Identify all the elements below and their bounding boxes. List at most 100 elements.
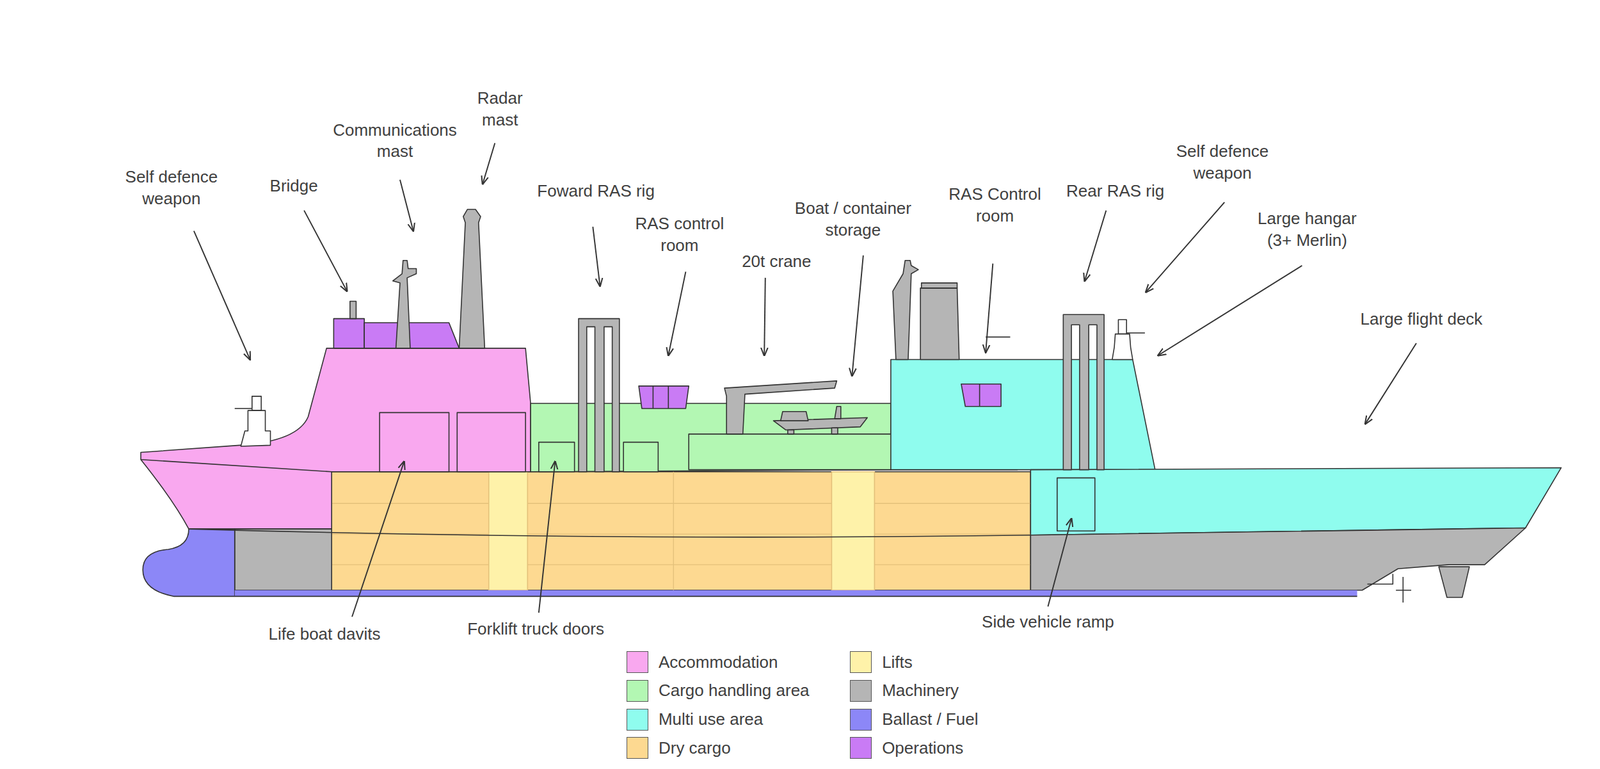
callout-label: Self defence weapon bbox=[107, 166, 236, 210]
operations bbox=[364, 322, 459, 349]
legend-swatch bbox=[849, 736, 872, 759]
leader-line bbox=[193, 142, 1417, 617]
lift bbox=[831, 471, 875, 591]
ras-rig bbox=[1063, 314, 1104, 470]
legend-text: Operations bbox=[881, 737, 964, 758]
leader-line bbox=[1047, 518, 1072, 607]
multi-use-area bbox=[1057, 477, 1096, 531]
callout-label: RAS control room bbox=[625, 213, 735, 257]
sheer-line bbox=[188, 528, 1031, 537]
callout-label: Foward RAS rig bbox=[525, 180, 667, 203]
callout-label: Large hangar (3+ Merlin) bbox=[1242, 208, 1371, 252]
mast bbox=[350, 301, 357, 319]
legend-item: Dry cargo bbox=[626, 736, 731, 759]
mast bbox=[920, 288, 960, 360]
legend-item: Machinery bbox=[849, 679, 959, 702]
callout-label: Large flight deck bbox=[1338, 308, 1505, 331]
ras-rig bbox=[578, 314, 1104, 472]
operations bbox=[333, 318, 365, 349]
boat bbox=[787, 429, 795, 434]
operations bbox=[638, 385, 689, 409]
accommodation bbox=[140, 459, 332, 472]
legend-text: Ballast / Fuel bbox=[881, 709, 978, 729]
leader-line bbox=[1145, 202, 1225, 292]
leader-line bbox=[1158, 265, 1303, 356]
weapon bbox=[1112, 334, 1133, 360]
legend-item: Ballast / Fuel bbox=[849, 708, 978, 731]
dry-cargo bbox=[331, 471, 1031, 591]
legend-swatch bbox=[849, 708, 872, 731]
legend-swatch bbox=[849, 679, 872, 702]
machinery bbox=[1438, 566, 1470, 598]
legend-swatch bbox=[849, 650, 872, 673]
lift bbox=[488, 471, 875, 591]
callout-label: Boat / container storage bbox=[779, 197, 927, 242]
callout-label: 20t crane bbox=[731, 250, 822, 273]
callout-label: Bridge bbox=[248, 175, 339, 198]
callout-label: Self defence weapon bbox=[1158, 140, 1287, 185]
mast bbox=[392, 260, 417, 349]
lift bbox=[488, 471, 528, 591]
leader-line bbox=[764, 277, 766, 356]
callout-label: Rear RAS rig bbox=[1051, 180, 1180, 203]
ballast-fuel bbox=[234, 595, 1358, 598]
callout-label: Forklift truck doors bbox=[442, 618, 629, 640]
callout-label: Communications mast bbox=[318, 119, 472, 164]
legend-swatch bbox=[626, 736, 649, 759]
dry-cargo bbox=[331, 471, 1031, 591]
multi-use-area bbox=[890, 359, 1562, 535]
leader-line bbox=[400, 179, 414, 232]
ballast-fuel bbox=[142, 528, 235, 596]
machinery bbox=[234, 528, 332, 591]
ship-illustration bbox=[140, 209, 1561, 603]
cargo-handling-area bbox=[538, 442, 575, 472]
legend-swatch bbox=[626, 708, 649, 731]
machinery bbox=[234, 528, 1526, 603]
leader-line bbox=[304, 210, 347, 292]
operations bbox=[961, 384, 1001, 407]
boat bbox=[831, 427, 838, 434]
leader-line bbox=[538, 461, 556, 613]
callout-label: RAS Control room bbox=[935, 183, 1055, 228]
legend-item: Lifts bbox=[849, 650, 913, 673]
leader-line bbox=[1365, 343, 1417, 424]
leader-line bbox=[851, 255, 864, 376]
weapon bbox=[234, 407, 253, 409]
ballast-fuel bbox=[234, 590, 1358, 597]
mast bbox=[921, 282, 958, 288]
mast bbox=[458, 209, 485, 349]
callout-label: Side vehicle ramp bbox=[961, 611, 1135, 633]
boat bbox=[773, 406, 868, 434]
dry-cargo bbox=[331, 471, 1031, 591]
callout-label: Life boat davits bbox=[247, 623, 402, 646]
legend-item: Operations bbox=[849, 736, 964, 759]
legend-text: Accommodation bbox=[658, 652, 778, 672]
legend-swatch bbox=[626, 679, 649, 702]
ras-rig bbox=[578, 318, 620, 472]
weapon bbox=[1118, 319, 1127, 334]
boat bbox=[780, 411, 809, 421]
leader-line bbox=[985, 263, 993, 353]
legend-item: Accommodation bbox=[626, 650, 778, 673]
accommodation bbox=[140, 348, 531, 529]
boat bbox=[834, 406, 841, 419]
multi-use-area bbox=[890, 359, 1156, 470]
leader-line bbox=[352, 461, 404, 617]
leader-line bbox=[592, 226, 600, 286]
mast bbox=[892, 260, 919, 360]
legend-item: Cargo handling area bbox=[626, 679, 810, 702]
weapon bbox=[240, 410, 271, 447]
leader-line bbox=[193, 231, 251, 360]
accommodation bbox=[456, 412, 526, 472]
ballast-fuel bbox=[142, 528, 1357, 596]
leader-line bbox=[1084, 210, 1106, 281]
legend-item: Multi use area bbox=[626, 708, 763, 731]
legend-text: Multi use area bbox=[658, 709, 763, 729]
legend-text: Cargo handling area bbox=[658, 680, 810, 701]
mast bbox=[985, 336, 1010, 338]
cargo-handling-area bbox=[623, 442, 658, 472]
machinery bbox=[1367, 573, 1412, 603]
legend-text: Dry cargo bbox=[658, 737, 731, 758]
